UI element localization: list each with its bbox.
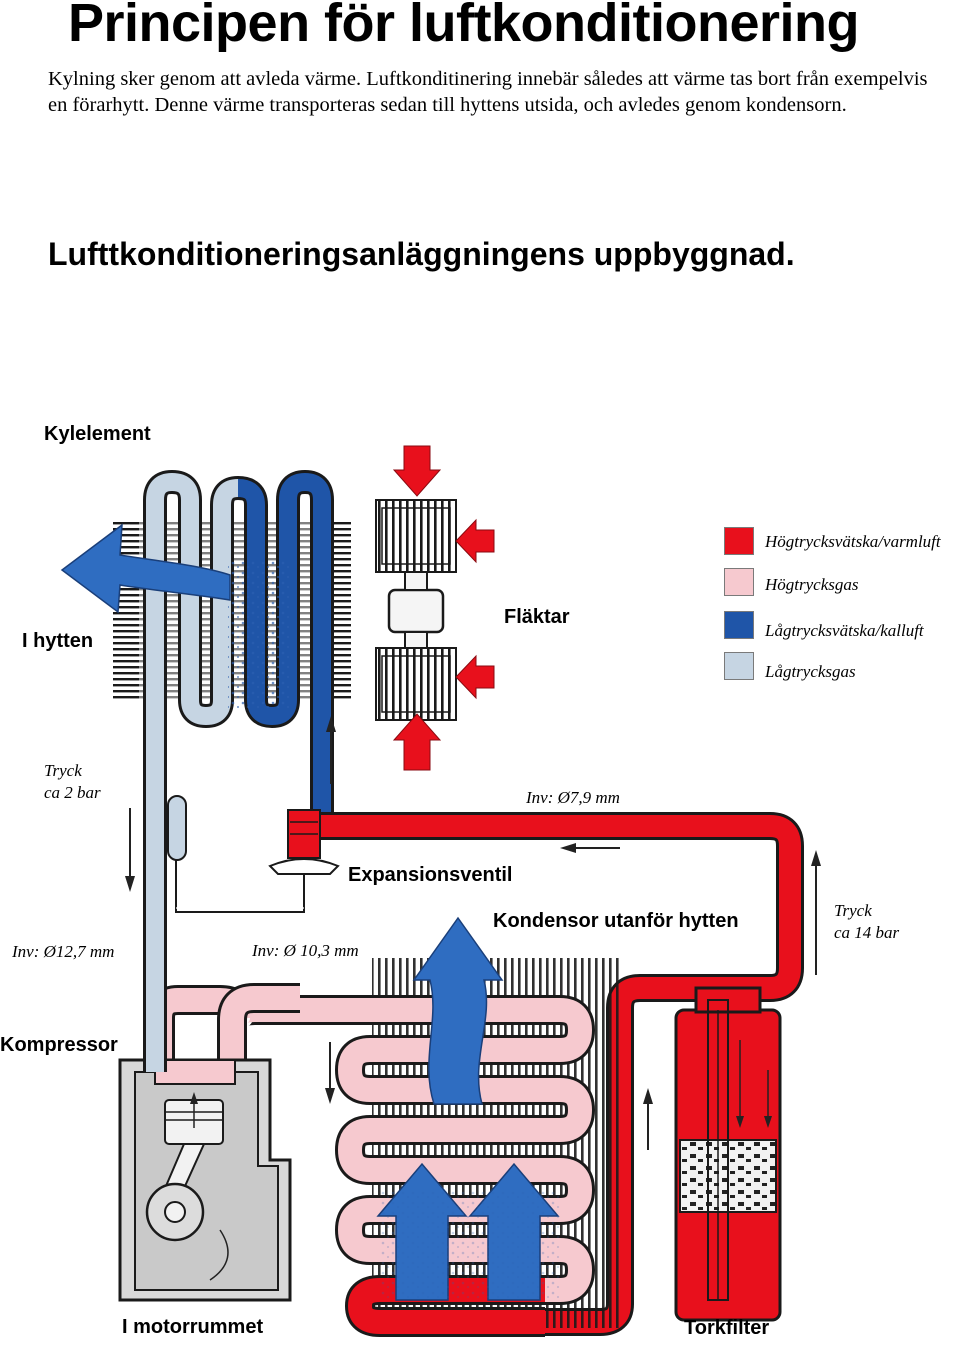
- label-motorrummet: I motorrummet: [122, 1316, 264, 1338]
- diagram-subtitle: Lufttkonditioneringsanläggningens uppbyg…: [48, 236, 795, 272]
- legend-label-high-gas: Högtrycksgas: [765, 575, 859, 594]
- intro-paragraph: Kylning sker genom att avleda värme. Luf…: [48, 68, 928, 116]
- flow-arrow-left-icon: [560, 843, 620, 853]
- label-tryck-high-value: ca 14 bar: [834, 923, 900, 942]
- label-inv-12-7: Inv: Ø12,7 mm: [12, 942, 115, 961]
- label-kompressor: Kompressor: [0, 1034, 118, 1056]
- pressure-arrow-high-icon: [811, 850, 821, 975]
- legend-swatch-low-liquid: [724, 611, 754, 639]
- page-title: Principen för luftkonditionering: [68, 0, 859, 53]
- label-kondensor: Kondensor utanför hytten: [493, 910, 739, 932]
- condenser-heat-speckle: [380, 1190, 560, 1300]
- label-tryck-low-value: ca 2 bar: [44, 783, 101, 802]
- label-i-hytten: I hytten: [22, 630, 94, 652]
- cold-air-arrow-icon: [60, 523, 231, 614]
- label-kylelement: Kylelement: [44, 423, 151, 445]
- legend-swatch-high-liquid: [724, 527, 754, 555]
- label-tryck-low: Tryck: [44, 761, 82, 780]
- legend-label-high-liquid: Högtrycksvätska/varmluft: [765, 532, 941, 551]
- sensing-bulb: [167, 795, 187, 861]
- label-flaktar: Fläktar: [504, 606, 570, 628]
- label-torkfilter: Torkfilter: [684, 1317, 770, 1339]
- label-expansionsventil: Expansionsventil: [348, 864, 513, 886]
- receiver-dryer: [674, 986, 782, 1322]
- label-inv-10-3: Inv: Ø 10,3 mm: [252, 941, 359, 960]
- label-inv-7-9: Inv: Ø7,9 mm: [526, 788, 620, 807]
- warm-air-arrows: [392, 445, 495, 771]
- up-arrow-icon: [326, 716, 336, 784]
- condenser-side-arrows: [325, 1042, 653, 1150]
- evaporator-coil: [143, 469, 334, 960]
- fan-assembly: [375, 499, 457, 721]
- compressor: [118, 1058, 292, 1302]
- condenser-coil: [145, 983, 596, 1337]
- legend-swatch-low-gas: [724, 652, 754, 680]
- legend-swatch-high-gas: [724, 568, 754, 596]
- label-tryck-high: Tryck: [834, 901, 872, 920]
- expansion-valve: [268, 809, 340, 910]
- sensing-line: [175, 858, 305, 913]
- pressure-arrow-low-icon: [125, 808, 135, 892]
- legend-label-low-gas: Lågtrycksgas: [765, 662, 856, 681]
- legend-label-low-liquid: Lågtrycksvätska/kalluft: [765, 621, 924, 640]
